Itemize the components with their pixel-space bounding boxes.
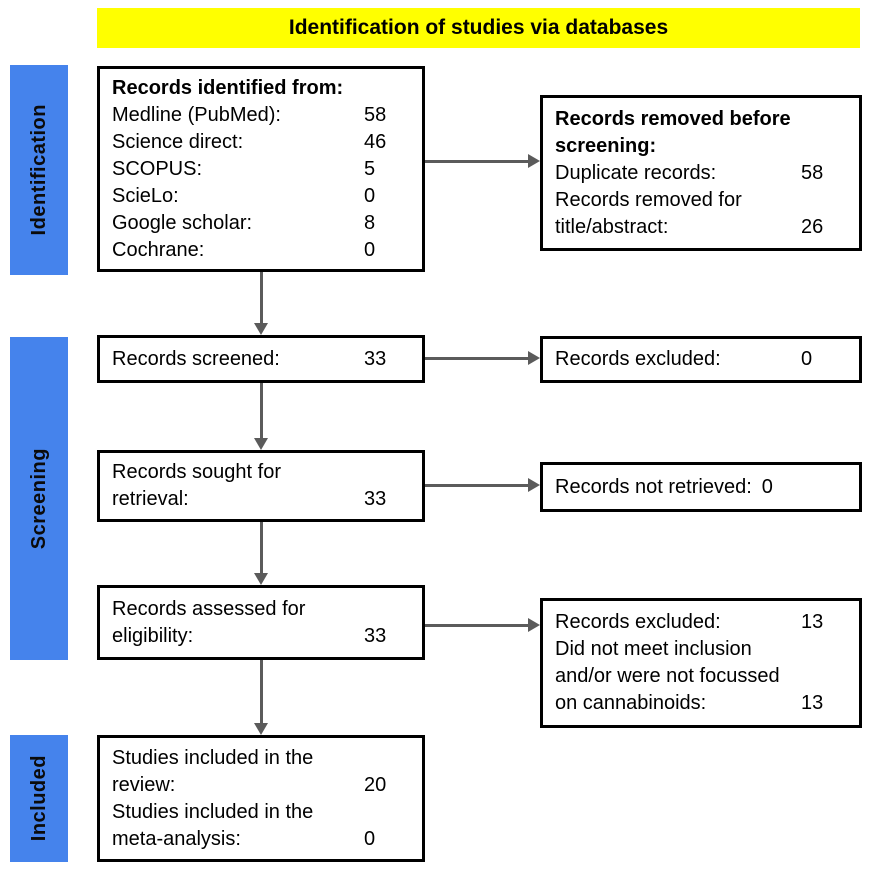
assessed-label: eligibility: [112, 624, 194, 647]
excluded-count: 13 [801, 611, 824, 633]
stage-included-text: Included [27, 755, 50, 842]
included-label: Studies included in the [112, 800, 314, 823]
database-row: SCOPUS: 5 [112, 156, 410, 183]
database-label: Google scholar: [112, 211, 253, 234]
database-count: 8 [364, 211, 376, 234]
down-arrow-sought-to-assessed [254, 522, 268, 585]
sought-count: 33 [364, 488, 387, 510]
database-row: Medline (PubMed): 58 [112, 102, 410, 129]
right-arrow-sought-to-not-retrieved [425, 478, 540, 492]
database-label: SCOPUS: [112, 157, 203, 180]
records-sought-box: Records sought for retrieval: 33 [97, 450, 425, 522]
stage-identification-text: Identification [27, 104, 50, 236]
not-retrieved-count: 0 [761, 475, 773, 498]
records-not-retrieved-box: Records not retrieved: 0 [540, 462, 862, 512]
included-count: 20 [364, 773, 387, 796]
database-count: 0 [364, 184, 376, 207]
removed-row: Duplicate records: 58 [555, 160, 847, 187]
removed-row: Records removed for title/abstract: 26 [555, 187, 847, 241]
database-label: Cochrane: [112, 238, 205, 261]
excluded-reason: Did not meet inclusion [555, 638, 752, 660]
database-label: ScieLo: [112, 184, 179, 207]
records-removed-box: Records removed before screening: Duplic… [540, 95, 862, 251]
diagram-title-bar: Identification of studies via databases [97, 8, 860, 48]
box-title-line: screening: [555, 134, 657, 157]
removed-count: 58 [801, 161, 824, 184]
right-arrow-screened-to-excluded [425, 351, 540, 365]
database-row: Science direct: 46 [112, 129, 410, 156]
sought-label: Records sought for [112, 461, 281, 483]
records-excluded-screening-box: Records excluded: 0 [540, 336, 862, 383]
box-title: Records identified from: [112, 76, 344, 99]
records-assessed-box: Records assessed for eligibility: 33 [97, 585, 425, 660]
right-arrow-identified-to-removed [425, 154, 540, 168]
database-row: Cochrane: 0 [112, 237, 410, 264]
records-screened-box: Records screened: 33 [97, 335, 425, 383]
right-arrow-assessed-to-excluded [425, 618, 540, 632]
database-row: Google scholar: 8 [112, 210, 410, 237]
database-count: 46 [364, 130, 387, 153]
stage-label-identification: Identification [10, 65, 68, 275]
records-identified-box: Records identified from: Medline (PubMed… [97, 66, 425, 272]
excluded-count: 0 [801, 348, 813, 370]
removed-label: Records removed for [555, 188, 742, 211]
studies-included-box: Studies included in the review: 20 Studi… [97, 735, 425, 862]
included-label: meta-analysis: [112, 827, 241, 850]
database-count: 0 [364, 238, 376, 261]
database-label: Medline (PubMed): [112, 103, 281, 126]
stage-screening-text: Screening [27, 447, 50, 550]
down-arrow-assessed-to-included [254, 660, 268, 735]
records-excluded-eligibility-box: Records excluded: 13 Did not meet inclus… [540, 598, 862, 728]
excluded-reason: on cannabinoids: [555, 692, 707, 714]
database-row: ScieLo: 0 [112, 183, 410, 210]
screened-label: Records screened: [112, 347, 280, 370]
assessed-count: 33 [364, 624, 387, 647]
included-label: Studies included in the [112, 746, 314, 769]
excluded-reason-count: 13 [801, 692, 824, 714]
diagram-title: Identification of studies via databases [288, 16, 669, 39]
down-arrow-identified-to-screened [254, 272, 268, 335]
included-label: review: [112, 773, 176, 796]
database-count: 58 [364, 103, 387, 126]
database-label: Science direct: [112, 130, 244, 153]
sought-label: retrieval: [112, 488, 189, 510]
removed-label: title/abstract: [555, 215, 669, 238]
database-count: 5 [364, 157, 376, 180]
stage-label-screening: Screening [10, 337, 68, 660]
removed-label: Duplicate records: [555, 161, 717, 184]
excluded-label: Records excluded: [555, 348, 721, 370]
down-arrow-screened-to-sought [254, 383, 268, 450]
excluded-reason: and/or were not focussed [555, 665, 780, 687]
excluded-label: Records excluded: [555, 611, 721, 633]
box-title-line: Records removed before [555, 107, 791, 130]
included-count: 0 [364, 827, 376, 850]
removed-count: 26 [801, 215, 824, 238]
screened-count: 33 [364, 347, 387, 370]
assessed-label: Records assessed for [112, 597, 306, 620]
stage-label-included: Included [10, 735, 68, 862]
not-retrieved-label: Records not retrieved: [555, 475, 752, 498]
